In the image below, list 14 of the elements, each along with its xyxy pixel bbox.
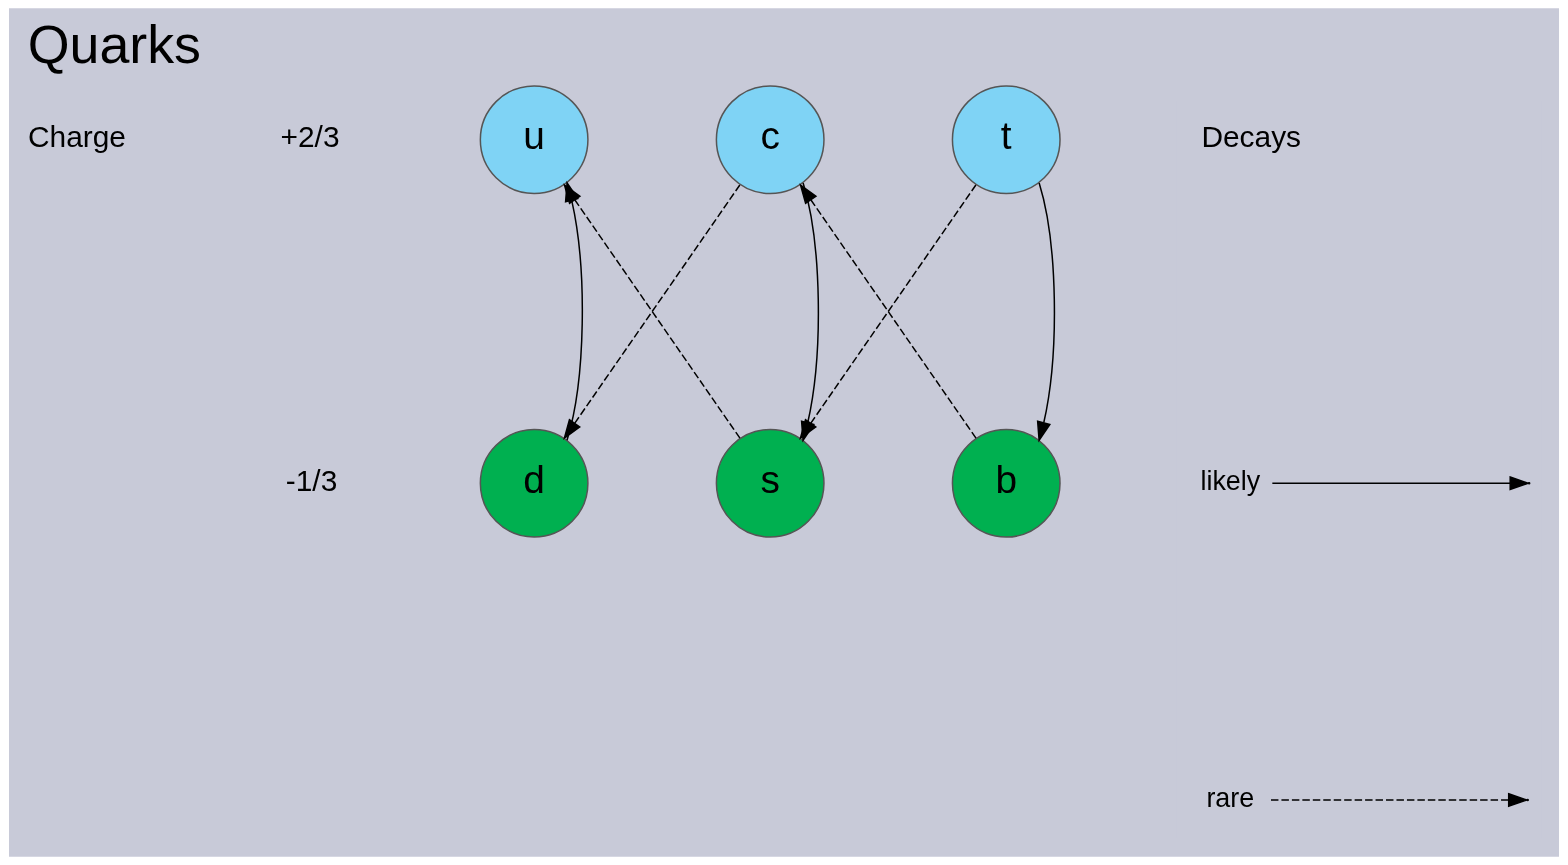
node-circle: t xyxy=(951,85,1061,195)
node-circle: u xyxy=(479,85,589,195)
diagram-title: Quarks xyxy=(27,14,201,75)
node-circle: b xyxy=(951,428,1061,538)
arrow xyxy=(1036,182,1056,443)
label: Decays xyxy=(1201,120,1302,154)
legend-label: rare xyxy=(1206,782,1255,813)
node-circle: d xyxy=(479,428,589,538)
label: -1/3 xyxy=(285,463,338,497)
node-circle: c xyxy=(715,85,825,195)
label: +2/3 xyxy=(280,120,340,154)
node-circle: s xyxy=(715,428,825,538)
label: Charge xyxy=(28,120,126,154)
legend-label: likely xyxy=(1200,465,1261,496)
